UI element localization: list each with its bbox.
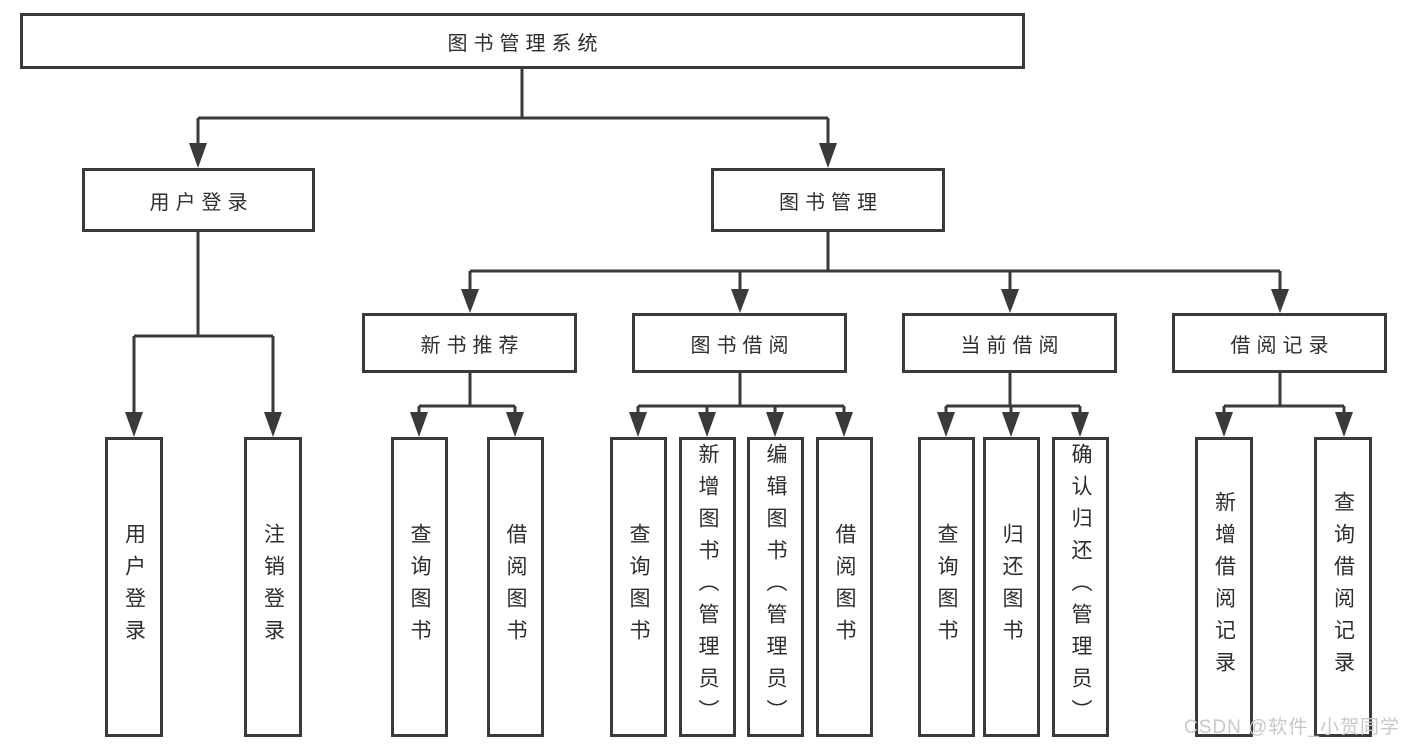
leaf-logout: 注销登录 — [244, 437, 302, 737]
leaf-records-query-record: 查询借阅记录 — [1314, 437, 1372, 737]
node-new-book-recommend: 新书推荐 — [362, 313, 577, 373]
connector-new-book-recommend-to-leaves — [417, 373, 517, 414]
leaf-current-return-books: 归还图书 — [983, 437, 1040, 737]
leaf-recommend-query-books: 查询图书 — [391, 437, 448, 737]
leaf-borrow-borrow-books: 借阅图书 — [816, 437, 873, 737]
watermark: CSDN @软件_小贺同学 — [1184, 717, 1400, 738]
leaf-borrow-add-books-admin: 新增图书（管理员） — [679, 437, 736, 737]
connector-user-login-to-leaves — [132, 232, 275, 414]
node-book-management: 图书管理 — [711, 168, 945, 232]
leaf-borrow-edit-books-admin: 编辑图书（管理员） — [747, 437, 804, 737]
leaf-records-add-record: 新增借阅记录 — [1195, 437, 1253, 737]
connector-borrow-records-to-leaves — [1222, 373, 1346, 414]
node-current-borrow: 当前借阅 — [902, 313, 1117, 373]
node-system-root: 图书管理系统 — [20, 13, 1025, 69]
node-user-login: 用户登录 — [82, 168, 315, 232]
leaf-user-login: 用户登录 — [105, 437, 163, 737]
connector-current-borrow-to-leaves — [944, 373, 1082, 414]
connector-root-to-level2 — [196, 69, 830, 145]
leaf-borrow-query-books: 查询图书 — [610, 437, 667, 737]
connector-book-borrow-to-leaves — [636, 373, 846, 414]
leaf-current-query-books: 查询图书 — [918, 437, 975, 737]
leaf-recommend-borrow-books: 借阅图书 — [487, 437, 544, 737]
connector-book-management-to-level3 — [468, 232, 1282, 291]
leaf-current-confirm-return-admin: 确认归还（管理员） — [1052, 437, 1109, 737]
node-book-borrow: 图书借阅 — [632, 313, 847, 373]
node-borrow-records: 借阅记录 — [1172, 313, 1387, 373]
